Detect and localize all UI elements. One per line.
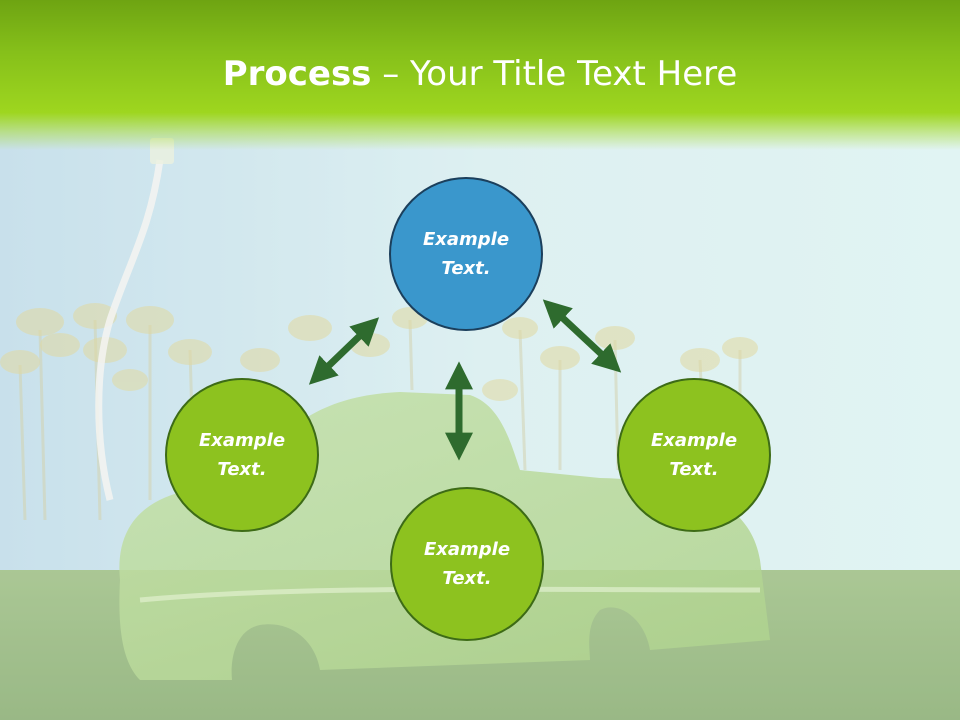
node-left-label: Example Text.: [198, 430, 286, 480]
node-left: Example Text.: [165, 378, 319, 532]
node-right-label: Example Text.: [650, 430, 738, 480]
node-top-label: Example Text.: [422, 229, 510, 279]
node-right: Example Text.: [617, 378, 771, 532]
slide-title-rest: – Your Title Text Here: [371, 54, 738, 94]
slide-title: Process – Your Title Text Here: [0, 52, 960, 96]
node-bottom: Example Text.: [390, 487, 544, 641]
title-bar: [0, 0, 960, 150]
node-bottom-label: Example Text.: [423, 539, 511, 589]
slide-title-bold: Process: [222, 54, 372, 94]
node-top: Example Text.: [389, 177, 543, 331]
